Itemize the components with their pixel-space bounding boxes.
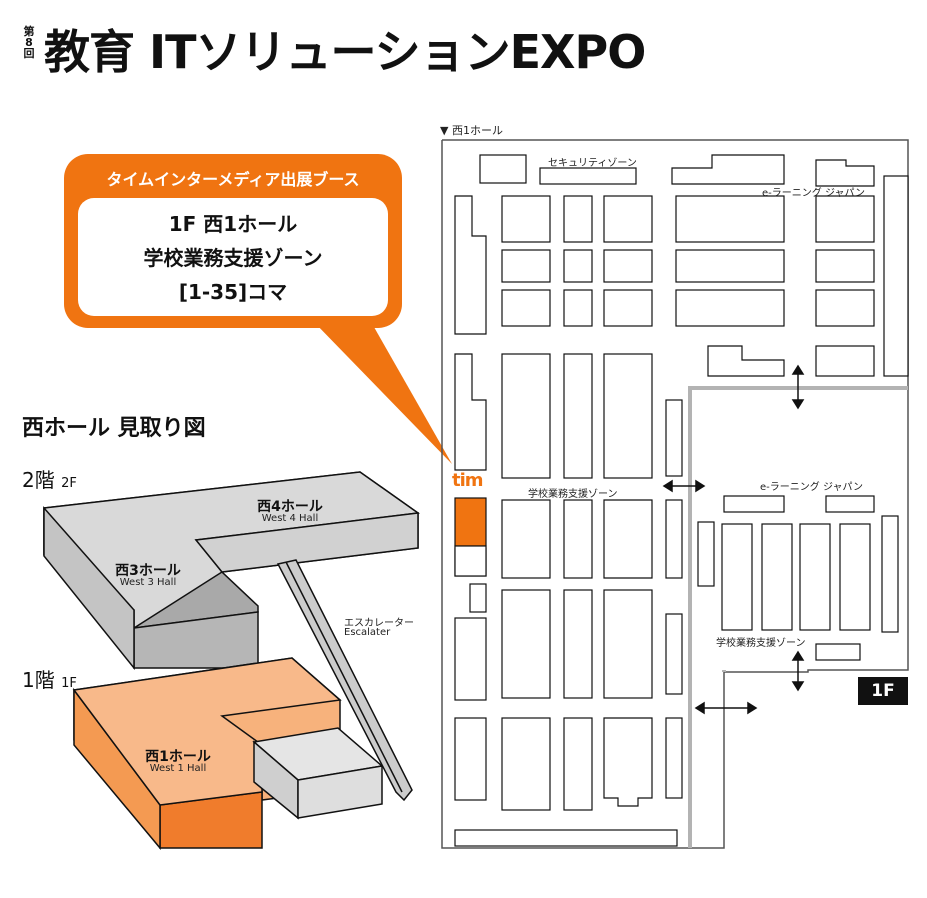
floor-2-block	[43, 471, 421, 671]
floor-2-label: 2階 2F	[22, 464, 77, 493]
escalator-label-ja: エスカレーター	[344, 618, 414, 629]
aisles	[688, 386, 908, 848]
direction-arrows	[662, 364, 805, 715]
callout-line-booth: [1-35]コマ	[178, 280, 288, 304]
zone-label-elearning-top: e-ラーニング ジャパン	[762, 188, 865, 199]
hall-west1-en: West 1 Hall	[149, 763, 207, 774]
callout-heading: タイムインターメディア出展ブース	[106, 170, 360, 189]
floormap-caption: ▼ 西1ホール	[440, 124, 503, 137]
hall-west3-name: 西3ホール	[115, 563, 181, 579]
overview-title: 西ホール 見取り図	[22, 416, 206, 441]
zone-label-security: セキュリティゾーン	[548, 158, 637, 169]
floor-badge: 1F	[858, 677, 908, 705]
tim-logo: tim	[452, 470, 484, 491]
hall-west4-en: West 4 Hall	[261, 513, 319, 524]
hall-west4-name: 西4ホール	[257, 499, 323, 515]
zone-label-elearning-right: e-ラーニング ジャパン	[760, 482, 863, 493]
floor-1-label: 1階 1F	[22, 664, 77, 693]
hall-west3-en: West 3 Hall	[119, 577, 177, 588]
booths	[454, 154, 909, 847]
floor-1-label-ja: 1階	[22, 668, 55, 692]
escalator-label-en: Escalater	[344, 627, 391, 638]
floor-2-label-en: 2F	[61, 476, 77, 491]
callout-line-hall: 1F 西1ホール	[168, 212, 298, 236]
callout-body	[78, 198, 388, 316]
escalator	[276, 559, 413, 802]
zone-label-school-right: 学校業務支援ゾーン	[716, 638, 806, 649]
zone-label-school-mid: 学校業務支援ゾーン	[528, 489, 618, 500]
floor-2-label-ja: 2階	[22, 468, 55, 492]
hall-west1-name: 西1ホール	[145, 749, 211, 765]
page-title: 教育 ITソリューションEXPO	[44, 25, 646, 79]
booth-below-highlight	[454, 545, 487, 577]
edition-number: 第8回	[23, 25, 35, 60]
floor-1-label-en: 1F	[61, 676, 77, 691]
callout-line-zone: 学校業務支援ゾーン	[143, 246, 323, 270]
highlighted-booth	[454, 497, 487, 547]
annex-block	[252, 727, 384, 820]
